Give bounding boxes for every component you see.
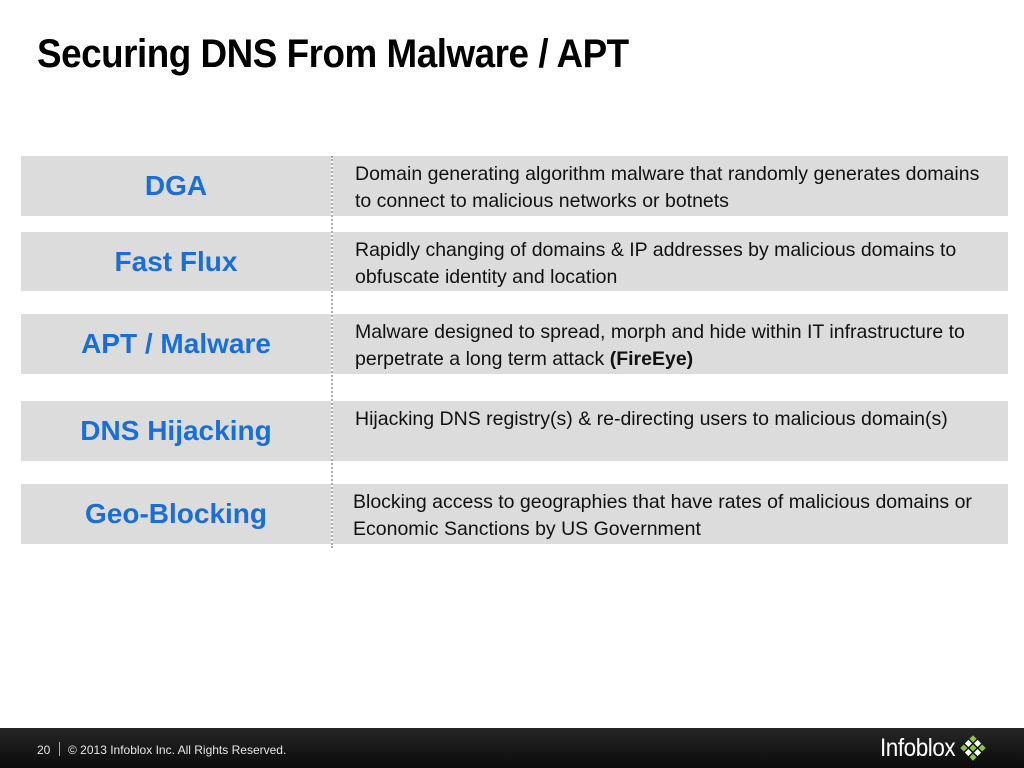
description-cell: Domain generating algorithm malware that… <box>333 156 1008 216</box>
slide-footer: 20 © 2013 Infoblox Inc. All Rights Reser… <box>0 728 1024 768</box>
term-label: Fast Flux <box>21 232 331 291</box>
table-row: APT / Malware Malware designed to spread… <box>21 314 1008 374</box>
table-row: DGA Domain generating algorithm malware … <box>21 156 1008 216</box>
footer-separator <box>59 742 60 756</box>
term-description: Domain generating algorithm malware that… <box>355 163 980 212</box>
term-description: Rapidly changing of domains & IP address… <box>355 239 957 288</box>
description-cell: Blocking access to geographies that have… <box>333 484 1008 544</box>
table-row: Fast Flux Rapidly changing of domains & … <box>21 232 1008 291</box>
logo-wordmark: Infoblox <box>880 733 956 762</box>
description-cell: Malware designed to spread, morph and hi… <box>333 314 1008 374</box>
table-row: DNS Hijacking Hijacking DNS registry(s) … <box>21 401 1008 461</box>
term-description: Blocking access to geographies that have… <box>353 491 972 540</box>
description-cell: Rapidly changing of domains & IP address… <box>333 232 1008 291</box>
term-description: Malware designed to spread, morph and hi… <box>355 319 996 373</box>
table-row: Geo-Blocking Blocking access to geograph… <box>21 484 1008 544</box>
slide-title: Securing DNS From Malware / APT <box>37 32 629 76</box>
infoblox-logo: Infoblox <box>880 733 988 763</box>
copyright-text: © 2013 Infoblox Inc. All Rights Reserved… <box>68 743 287 757</box>
term-label: DNS Hijacking <box>21 401 331 461</box>
description-text: Malware designed to spread, morph and hi… <box>355 321 965 370</box>
page-number: 20 <box>37 743 51 757</box>
term-label: APT / Malware <box>21 314 331 374</box>
column-divider <box>331 156 333 548</box>
vendor-emphasis: (FireEye) <box>609 348 694 370</box>
term-label: DGA <box>21 156 331 216</box>
description-cell: Hijacking DNS registry(s) & re-directing… <box>333 401 1008 461</box>
infoblox-logo-icon <box>959 735 986 761</box>
term-label: Geo-Blocking <box>21 484 331 544</box>
term-description: Hijacking DNS registry(s) & re-directing… <box>355 408 948 430</box>
